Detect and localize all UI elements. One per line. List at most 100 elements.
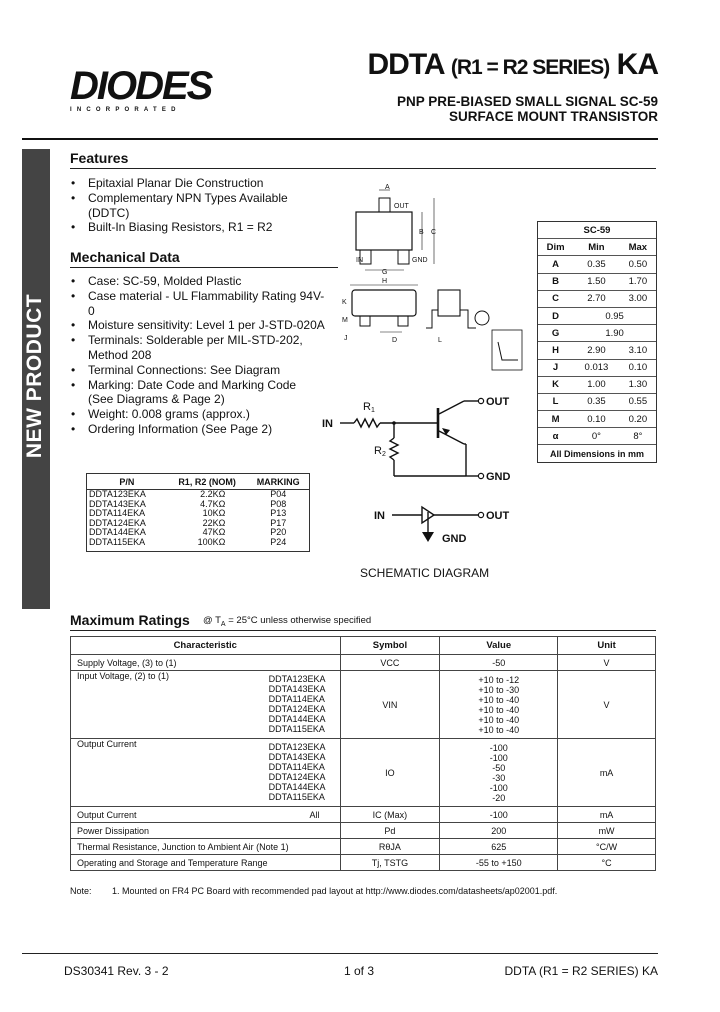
max-cell: 1.30 [619,375,656,394]
max-cell: 0.50 [619,255,656,274]
r1-label: R1 [363,401,375,414]
min-cell: 2.90 [573,341,620,359]
symbol-cell: IO [339,738,441,807]
pn-cell: DDTA143EKA [89,498,146,509]
part-label: All [309,809,320,820]
value-line: -100 [489,742,508,753]
page-title: DDTA (R1 = R2 SERIES) KA [368,48,660,82]
dim-label-a: A [385,184,390,191]
table-row: Thermal Resistance, Junction to Ambient … [70,838,656,855]
logo-text: DIODES [70,64,213,108]
resistor-cell: 10KΩ [202,508,226,519]
list-item: Complementary NPN Types Available (DDTC) [66,191,308,221]
value-cell: -100 -100 -50 -30 -100 -20 [439,738,559,807]
pin-gnd [397,249,410,265]
value-cell: 625 [439,838,559,855]
marking-header: MARKING [247,474,309,490]
symbol-cell: VIN [339,670,441,739]
part-label: DDTA144EKA [268,714,326,724]
dim-label-c: C [431,229,436,236]
schematic-diagram: IN R1 R2 OUT GND IN OUT GND [322,396,511,545]
list-item: Case: SC-59, Molded Plastic [66,274,328,289]
max-cell: 3.00 [619,289,656,308]
characteristic-cell: Thermal Resistance, Junction to Ambient … [70,838,341,855]
symbol-cell: Pd [339,822,441,839]
max-ratings-condition: @ TA = 25°C unless otherwise specified [203,615,372,628]
pn-cell: DDTA115EKA [89,536,146,547]
dim-label-b: B [419,229,424,236]
max-ratings-table: Characteristic Symbol Value Unit Supply … [70,636,656,871]
max-cell: 1.70 [619,272,656,291]
resistor-cell: 2.2KΩ [200,489,226,499]
max-cell: 0.10 [619,358,656,377]
schematic-caption: SCHEMATIC DIAGRAM [360,566,490,580]
part-label: DDTA123EKA [268,742,326,752]
symbol-cell: RθJA [339,838,441,855]
unit-cell: °C [557,854,656,871]
sidebar-label: NEW PRODUCT [23,293,46,459]
page-subtitle: PNP PRE-BIASED SMALL SIGNAL SC-59 SURFAC… [397,94,658,124]
part-label: DDTA114EKA [268,694,325,704]
table-row: Supply Voltage, (3) to (1) VCC -50 V [70,654,656,671]
max-cell: 0.55 [619,392,656,411]
dim-cell: K [538,375,574,394]
min-cell: 0.10 [573,410,620,428]
table-row: Power Dissipation Pd 200 mW [70,822,656,839]
max-ratings-divider [70,630,656,631]
part-label: DDTA124EKA [268,704,326,714]
value-line: -100 [489,752,508,763]
max-ratings-heading: Maximum Ratings [70,612,190,628]
marking-cell: P08 [270,498,287,509]
unit-cell: mA [557,806,656,823]
features-heading: Features [70,150,129,166]
unit-cell: °C/W [557,838,656,855]
value-cell: 0.95 [573,306,656,325]
footer-doc-number: DS30341 Rev. 3 - 2 [64,964,169,978]
list-item: Terminals: Solderable per MIL-STD-202, M… [66,333,303,363]
max-header: Max [619,238,656,256]
part-label: DDTA143EKA [268,684,326,694]
subtitle-line-2: SURFACE MOUNT TRANSISTOR [448,109,658,124]
characteristic-cell: Supply Voltage, (3) to (1) [70,654,341,671]
package-body [355,211,413,251]
part-label: DDTA114EKA [268,762,325,772]
characteristic-header: Characteristic [70,636,341,655]
dim-label-k: K [342,299,347,306]
value-line: +10 to -30 [478,684,520,695]
characteristic-cell: Power Dissipation [70,822,341,839]
table-row: Operating and Storage and Temperature Ra… [70,854,656,871]
mechanical-list: Case: SC-59, Molded Plastic Case materia… [66,274,328,437]
max-cell: 8° [619,427,656,445]
unit-cell: mW [557,822,656,839]
unit-cell: V [557,670,656,739]
dim-cell: G [538,324,574,342]
schematic-in-label: IN [322,418,333,430]
list-item: Built-In Biasing Resistors, R1 = R2 [66,220,316,235]
unit-cell: V [557,654,656,671]
symbol-cell: IC (Max) [339,806,441,823]
marking-cell: P04 [270,489,287,499]
diodes-logo: DIODES INCORPORATED [70,64,240,113]
mechanical-divider [70,267,338,268]
note-label: Note: [70,886,92,896]
min-cell: 0° [573,427,620,445]
value-line: -100 [489,782,508,793]
characteristic-cell: Output Current DDTA123EKA DDTA143EKA DDT… [70,738,341,807]
symbol-in-label: IN [374,510,385,522]
part-label: DDTA115EKA [268,724,325,734]
dim-cell: C [538,289,574,308]
package-side [351,289,417,317]
symbol-header: Symbol [339,636,441,655]
dim-footer: All Dimensions in mm [538,444,656,462]
marking-cell: P20 [270,527,287,538]
min-cell: 0.35 [573,255,620,274]
